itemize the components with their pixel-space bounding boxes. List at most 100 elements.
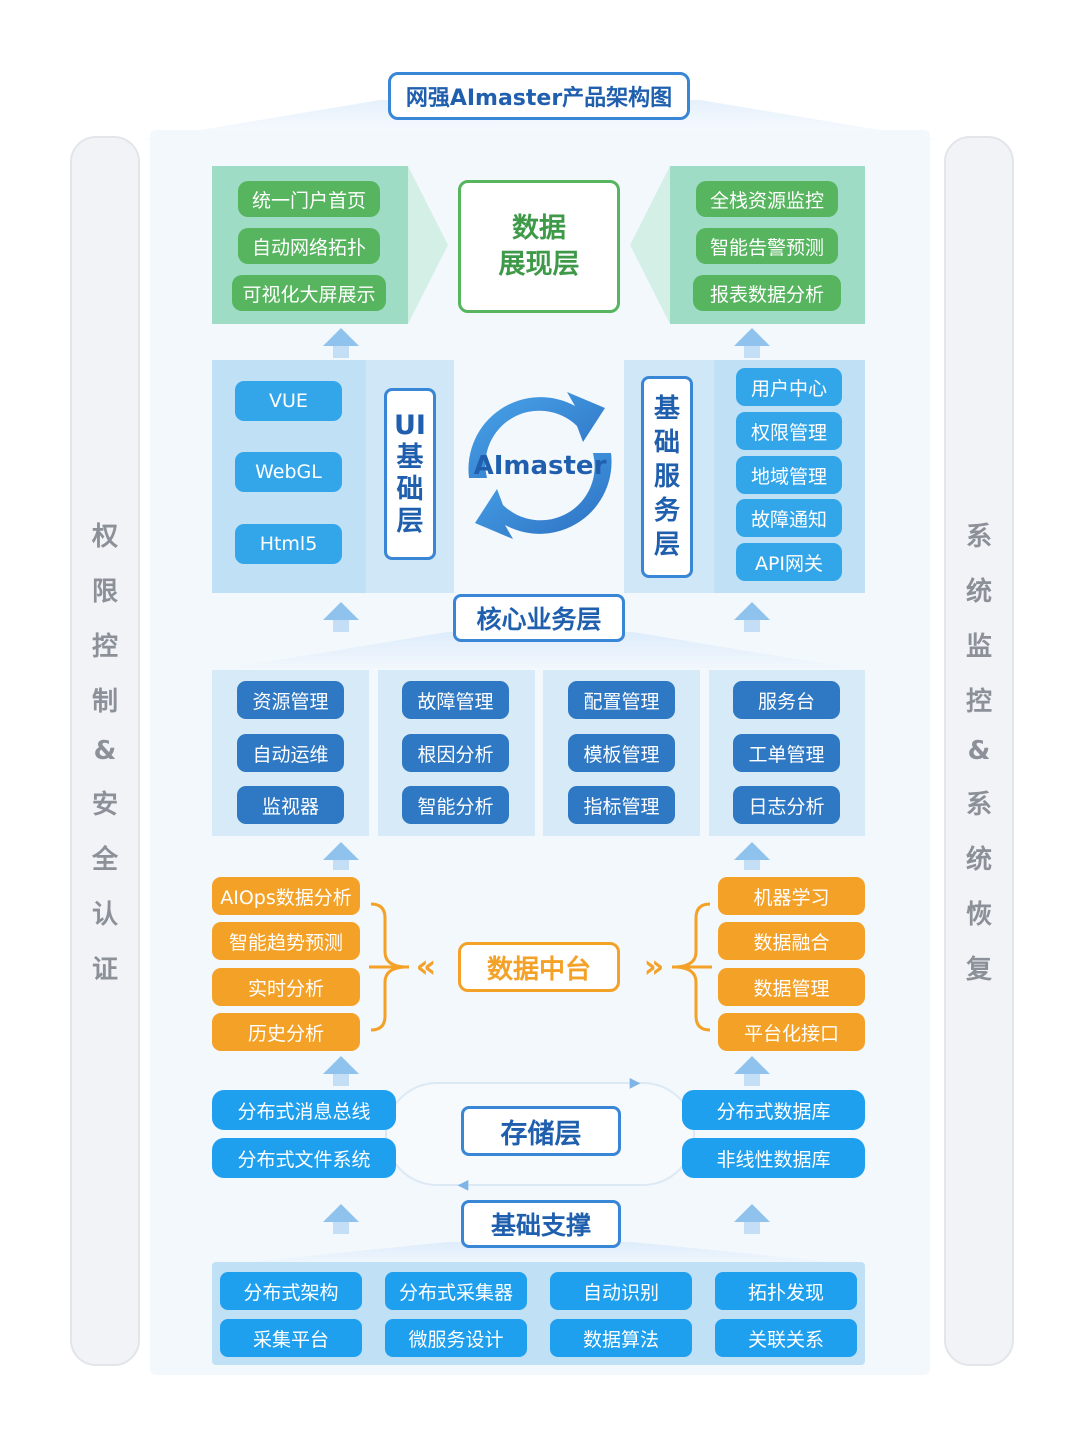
right-rail-char: 统 [965, 577, 992, 607]
platform-item-aiops[interactable]: AIOps数据分析 [212, 877, 360, 915]
platform-item-ml[interactable]: 机器学习 [718, 877, 865, 915]
storage-item-msg-bus[interactable]: 分布式消息总线 [212, 1090, 396, 1130]
base-service-label-char: 基 [653, 394, 680, 424]
infra-item-collect-platform[interactable]: 采集平台 [220, 1319, 362, 1357]
platform-item-data-mgmt[interactable]: 数据管理 [718, 968, 865, 1006]
right-rail-char: & [967, 736, 991, 766]
core-item-log[interactable]: 日志分析 [733, 786, 840, 824]
core-item-config[interactable]: 配置管理 [568, 681, 675, 719]
storage-arrow-right: ▶ [629, 1075, 641, 1091]
right-rail-char: 监 [965, 632, 992, 662]
right-rail-char: 系 [965, 522, 992, 552]
left-rail-char: 安 [91, 790, 118, 820]
up-arrow-stem [744, 1222, 760, 1234]
infra-item-topo-discover[interactable]: 拓扑发现 [715, 1272, 857, 1310]
core-item-service-desk[interactable]: 服务台 [733, 681, 840, 719]
base-service-label: 基础服务层 [641, 376, 693, 578]
display-item-portal[interactable]: 统一门户首页 [238, 181, 380, 217]
core-item-monitor[interactable]: 监视器 [237, 786, 344, 824]
display-layer-label: 数据 展现层 [458, 180, 620, 313]
core-item-smart-analysis[interactable]: 智能分析 [402, 786, 509, 824]
aimaster-text: AImaster [474, 451, 607, 481]
right-rail-monitoring: 系统监控&系统恢复 [944, 136, 1014, 1366]
infra-item-microservice[interactable]: 微服务设计 [385, 1319, 527, 1357]
platform-item-fusion[interactable]: 数据融合 [718, 922, 865, 960]
base-item-fault-notice[interactable]: 故障通知 [736, 499, 842, 537]
display-item-alert[interactable]: 智能告警预测 [696, 228, 838, 264]
left-rail-char: 制 [91, 687, 118, 717]
base-item-user-center[interactable]: 用户中心 [736, 368, 842, 406]
left-rail-char: 控 [91, 632, 118, 662]
cycle-arc-top [468, 392, 605, 478]
display-item-monitoring[interactable]: 全栈资源监控 [696, 181, 838, 217]
base-item-permission[interactable]: 权限管理 [736, 412, 842, 450]
cycle-arc-bottom [475, 453, 612, 539]
ui-layer-label-char: 基 [396, 442, 424, 473]
right-rail-char: 复 [965, 955, 992, 985]
infra-item-auto-detect[interactable]: 自动识别 [550, 1272, 692, 1310]
ui-item-vue[interactable]: VUE [235, 381, 342, 421]
core-item-metric[interactable]: 指标管理 [568, 786, 675, 824]
up-arrow [734, 842, 770, 860]
core-business-label: 核心业务层 [453, 594, 625, 642]
page-title: 网强AImaster产品架构图 [388, 72, 690, 120]
up-arrow [323, 1204, 359, 1222]
platform-left-chevron: « [415, 947, 437, 985]
storage-item-db[interactable]: 分布式数据库 [682, 1090, 865, 1130]
up-arrow [323, 842, 359, 860]
base-service-label-char: 服 [653, 462, 680, 492]
up-arrow [323, 1056, 359, 1074]
base-item-region[interactable]: 地域管理 [736, 456, 842, 494]
up-arrow-stem [744, 1074, 760, 1086]
ui-layer-label-char: UI [394, 410, 426, 441]
display-item-report[interactable]: 报表数据分析 [693, 275, 841, 311]
left-rail-char: 全 [91, 845, 118, 875]
left-rail-text: 权限控制&安全认证 [72, 138, 138, 1364]
core-item-fault[interactable]: 故障管理 [402, 681, 509, 719]
up-arrow [323, 602, 359, 620]
core-item-root-cause[interactable]: 根因分析 [402, 734, 509, 772]
left-rail-char: 证 [91, 955, 118, 985]
display-item-bigscreen[interactable]: 可视化大屏展示 [232, 275, 386, 311]
display-item-topology[interactable]: 自动网络拓扑 [238, 228, 380, 264]
ui-item-html5[interactable]: Html5 [235, 524, 342, 564]
ui-item-webgl[interactable]: WebGL [235, 452, 342, 492]
right-rail-char: 系 [965, 790, 992, 820]
base-service-label-char: 层 [653, 530, 680, 560]
infrastructure-label: 基础支撑 [461, 1200, 621, 1248]
core-item-ticket[interactable]: 工单管理 [733, 734, 840, 772]
storage-item-nonlinear-db[interactable]: 非线性数据库 [682, 1138, 865, 1178]
platform-item-history[interactable]: 历史分析 [212, 1013, 360, 1051]
up-arrow-stem [744, 346, 760, 358]
ui-layer-label-char: 础 [396, 474, 424, 505]
up-arrow [734, 1056, 770, 1074]
display-label-line2: 展现层 [498, 248, 580, 280]
storage-item-fs[interactable]: 分布式文件系统 [212, 1138, 396, 1178]
core-item-auto-ops[interactable]: 自动运维 [237, 734, 344, 772]
up-arrow-stem [744, 620, 760, 632]
base-service-label-char: 务 [653, 496, 680, 526]
infra-item-arch[interactable]: 分布式架构 [220, 1272, 362, 1310]
display-label-line1: 数据 [512, 212, 566, 244]
infra-item-algorithm[interactable]: 数据算法 [550, 1319, 692, 1357]
storage-arrow-left: ◀ [457, 1177, 469, 1193]
infra-item-collector[interactable]: 分布式采集器 [385, 1272, 527, 1310]
base-item-api-gateway[interactable]: API网关 [736, 543, 842, 581]
right-rail-char: 统 [965, 845, 992, 875]
platform-item-realtime[interactable]: 实时分析 [212, 968, 360, 1006]
right-rail-text: 系统监控&系统恢复 [946, 138, 1012, 1364]
core-item-template[interactable]: 模板管理 [568, 734, 675, 772]
left-rail-char: 认 [91, 900, 118, 930]
infra-item-relation[interactable]: 关联关系 [715, 1319, 857, 1357]
up-arrow-stem [744, 860, 760, 870]
platform-item-interface[interactable]: 平台化接口 [718, 1013, 865, 1051]
left-rail-security: 权限控制&安全认证 [70, 136, 140, 1366]
right-rail-char: 恢 [965, 900, 992, 930]
platform-item-trend[interactable]: 智能趋势预测 [212, 922, 360, 960]
up-arrow-stem [333, 1074, 349, 1086]
core-item-resource[interactable]: 资源管理 [237, 681, 344, 719]
left-rail-char: 限 [91, 577, 118, 607]
platform-right-chevron: » [643, 947, 665, 985]
left-rail-char: 权 [91, 522, 118, 552]
